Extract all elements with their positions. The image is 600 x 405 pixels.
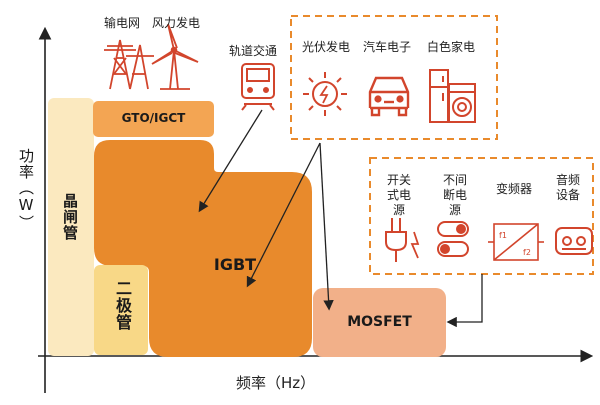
diode-block <box>94 265 148 355</box>
audio-icon <box>555 227 593 255</box>
igbt-block <box>94 140 312 357</box>
x-axis-label: 频率（Hz） <box>236 374 316 392</box>
diode-label: 二极管 <box>113 280 132 331</box>
plug-icon <box>385 218 420 262</box>
rail-label: 轨道交通 <box>229 44 278 58</box>
wind-label: 风力发电 <box>152 16 201 30</box>
inverter-f2-text: f2 <box>523 248 531 257</box>
ups-label: 不间断电源 <box>442 173 467 217</box>
rail-arrow <box>198 109 263 213</box>
transmission-tower-icon <box>104 39 154 90</box>
power-to-mosfet-arrow <box>446 274 483 328</box>
gto-label: GTO/IGCT <box>121 111 186 125</box>
appliance-icon <box>429 69 476 123</box>
consumer-app-group <box>290 15 498 140</box>
wind-turbine-icon <box>151 23 199 90</box>
thyristor-label: 晶闸管 <box>61 193 79 241</box>
solar-label: 光伏发电 <box>302 40 351 54</box>
inverter-icon <box>488 223 544 261</box>
gto-block <box>93 101 214 137</box>
car-icon <box>368 76 410 117</box>
auto-label: 汽车电子 <box>363 40 412 54</box>
smps-label: 开关式电源 <box>386 173 411 217</box>
inverter-f1-text: f1 <box>499 231 507 240</box>
consumer-to-mosfet-arrow <box>319 142 334 311</box>
train-icon <box>241 63 275 111</box>
consumer-to-igbt-arrow <box>246 142 321 288</box>
y-axis-label: 功率（W） <box>17 148 35 231</box>
appliance-label: 白色家电 <box>427 40 476 54</box>
igbt-label: IGBT <box>213 255 257 274</box>
thyristor-block <box>48 98 94 356</box>
mosfet-label: MOSFET <box>347 314 412 330</box>
audio-label: 音频设备 <box>555 173 580 202</box>
mosfet-block <box>313 288 446 357</box>
solar-icon <box>303 72 347 116</box>
ups-icon <box>437 221 469 257</box>
inverter-label: 变频器 <box>496 182 533 196</box>
grid-label: 输电网 <box>104 16 141 30</box>
